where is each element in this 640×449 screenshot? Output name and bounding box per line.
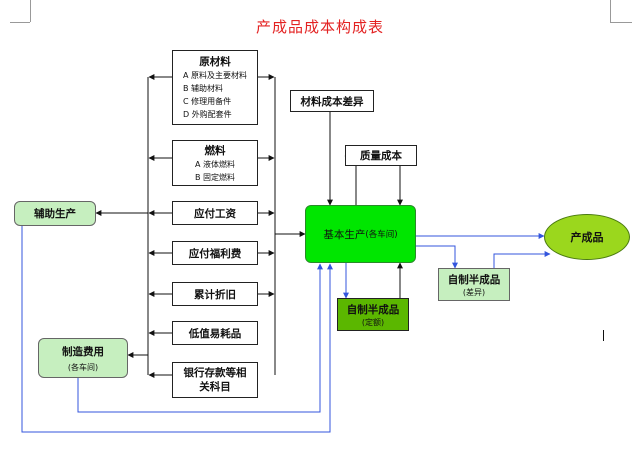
wages-box: 应付工资 (172, 201, 258, 225)
finished-goods-ellipse: 产成品 (544, 214, 630, 260)
bank-box: 银行存款等相关科目 (172, 362, 258, 398)
semi-finished-variance-label: 自制半成品 (447, 273, 501, 286)
semi-finished-fixed-label: 自制半成品 (346, 303, 400, 316)
page-corner-mark (610, 22, 632, 23)
finished-goods-label: 产成品 (570, 231, 604, 244)
fuel-item: A 液体燃料 (194, 159, 235, 169)
auxiliary-production-label: 辅助生产 (34, 208, 76, 220)
raw-materials-title: 原材料 (199, 56, 231, 68)
fuel-list: A 液体燃料 B 固定燃料 (195, 158, 235, 184)
depreciation-box: 累计折旧 (172, 282, 258, 306)
fuel-item: B 固定燃料 (194, 172, 236, 182)
auxiliary-production-box: 辅助生产 (14, 201, 96, 226)
semi-finished-variance-note: (差异) (462, 287, 486, 297)
material-variance-label: 材料成本差异 (300, 95, 364, 108)
basic-production-label: 基本生产 (323, 228, 366, 241)
welfare-label: 应付福利费 (188, 247, 242, 260)
raw-materials-list: A 原料及主要材料 B 辅助材料 C 修理用备件 D 外购配套件 (183, 69, 247, 121)
manufacturing-overhead-label: 制造费用 (62, 345, 104, 358)
fuel-title: 燃料 (204, 144, 226, 157)
manufacturing-overhead-note: (各车间) (67, 362, 99, 372)
diagram-title: 产成品成本构成表 (255, 18, 384, 36)
raw-materials-item: D 外购配套件 (182, 110, 232, 119)
material-variance-box: 材料成本差异 (290, 90, 374, 112)
raw-materials-item: C 修理用备件 (182, 97, 232, 106)
quality-cost-box: 质量成本 (345, 145, 417, 166)
raw-materials-item: A 原料及主要材料 (182, 71, 247, 80)
consumables-label: 低值易耗品 (188, 327, 242, 340)
manufacturing-overhead-box: 制造费用 (各车间) (38, 338, 128, 378)
raw-materials-box: 原材料 A 原料及主要材料 B 辅助材料 C 修理用备件 D 外购配套件 (172, 50, 258, 125)
basic-production-box: 基本生产 (各车间) (305, 205, 416, 263)
wages-label: 应付工资 (194, 207, 236, 220)
welfare-box: 应付福利费 (172, 241, 258, 265)
semi-finished-fixed-note: (定额) (361, 317, 385, 327)
consumables-box: 低值易耗品 (172, 321, 258, 345)
bank-label: 银行存款等相关科目 (183, 367, 247, 393)
fuel-box: 燃料 A 液体燃料 B 固定燃料 (172, 140, 258, 186)
semi-finished-fixed-box: 自制半成品 (定额) (337, 298, 409, 331)
raw-materials-item: B 辅助材料 (182, 84, 224, 93)
depreciation-label: 累计折旧 (194, 288, 236, 301)
text-cursor (603, 330, 604, 341)
quality-cost-label: 质量成本 (360, 150, 402, 162)
page-corner-mark (10, 22, 30, 23)
semi-finished-variance-box: 自制半成品 (差异) (438, 268, 510, 301)
page-corner-mark (30, 0, 31, 22)
basic-production-note: (各车间) (365, 230, 398, 240)
page-corner-mark (610, 0, 611, 22)
